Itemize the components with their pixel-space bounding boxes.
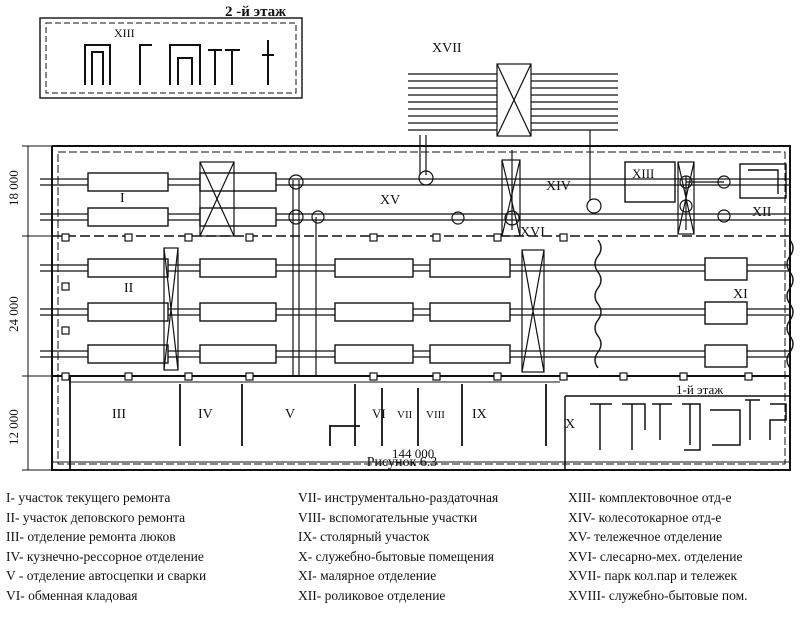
legend-item: XI- малярное отделение xyxy=(298,568,437,583)
label-xvi: XVI xyxy=(520,225,545,240)
legend-column-1: I- участок текущего ремонта II- участок … xyxy=(6,488,206,605)
legend-column-3: XIII- комплектовочное отд-е XIV- колесот… xyxy=(568,488,748,605)
figure-caption: Рисунок 6.3 xyxy=(366,455,438,470)
first-floor-rooms xyxy=(564,395,790,470)
legend-item: XVIII- служебно-бытовые пом. xyxy=(568,587,748,603)
building-outline xyxy=(51,145,791,471)
label-xiii: XIII xyxy=(632,166,654,181)
legend-item: XIV- колесотокарное отд-е xyxy=(568,509,722,525)
depot-floor-plan: 2 -й этаж XIII XVII I XV XIV XIII XII XV… xyxy=(6,4,794,471)
legend-item: XIII- комплектовочное отд-е xyxy=(568,490,732,505)
legend: I- участок текущего ремонта II- участок … xyxy=(0,478,804,624)
legend-item: XVII- парк кол.пар и тележек xyxy=(568,568,738,583)
top-right-rooms xyxy=(624,161,787,203)
label-vii: VII xyxy=(397,409,413,421)
label-ii: II xyxy=(124,281,134,296)
legend-item: III- отделение ремонта люков xyxy=(6,529,176,544)
dimension-lines xyxy=(22,145,790,471)
legend-item: XII- роликовое отделение xyxy=(298,587,446,603)
legend-column-2: VII- инструментально-раздаточная VIII- в… xyxy=(298,488,498,605)
second-floor-outline xyxy=(39,17,303,99)
label-vi: VI xyxy=(372,406,386,421)
first-floor-label: 1-й этаж xyxy=(676,382,724,397)
legend-item: VII- инструментально-раздаточная xyxy=(298,490,499,505)
wavy-break-2 xyxy=(786,239,794,369)
legend-item: II- участок деповского ремонта xyxy=(6,509,186,525)
dim-18000: 18 000 xyxy=(6,170,21,206)
label-iii: III xyxy=(112,407,126,422)
columns xyxy=(61,233,753,381)
transverse-tracks xyxy=(292,150,724,376)
label-iv: IV xyxy=(198,407,213,422)
label-xv: XV xyxy=(380,193,400,208)
building-inner-wall xyxy=(57,151,786,465)
label-xii: XII xyxy=(752,205,772,220)
label-xiii-top: XIII xyxy=(114,26,135,40)
legend-item: IX- столярный участок xyxy=(298,529,430,544)
dim-144000: 144 000 xyxy=(392,446,434,461)
dim-24000: 24 000 xyxy=(6,296,21,332)
legend-item: VI- обменная кладовая xyxy=(6,587,138,603)
label-x: X xyxy=(565,417,575,432)
legend-item: X- служебно-бытовые помещения xyxy=(298,548,494,564)
wavy-break-1 xyxy=(594,239,602,369)
overhead-cranes xyxy=(163,159,695,373)
label-xvii: XVII xyxy=(432,41,462,56)
wheelset-park xyxy=(408,63,618,200)
legend-item: XV- тележечное отделение xyxy=(568,529,723,544)
legend-item: V - отделение автосцепки и сварки xyxy=(6,568,207,583)
label-xiv: XIV xyxy=(546,179,571,194)
bottom-span-partitions xyxy=(69,376,560,470)
label-viii: VIII xyxy=(426,409,445,421)
label-v: V xyxy=(285,407,295,422)
legend-item: XVI- слесарно-мех. отделение xyxy=(568,548,743,564)
label-xi: XI xyxy=(733,287,748,302)
second-floor-label: 2 -й этаж xyxy=(225,4,286,20)
label-ix: IX xyxy=(472,407,487,422)
label-i: I xyxy=(120,191,125,206)
turntables xyxy=(288,170,731,226)
second-floor-inner-outline xyxy=(45,22,297,94)
dim-12000: 12 000 xyxy=(6,409,21,445)
legend-item: VIII- вспомогательные участки xyxy=(298,509,478,525)
legend-item: I- участок текущего ремонта xyxy=(6,490,171,505)
second-floor-equipment xyxy=(84,40,274,85)
legend-item: IV- кузнечно-рессорное отделение xyxy=(6,548,204,564)
